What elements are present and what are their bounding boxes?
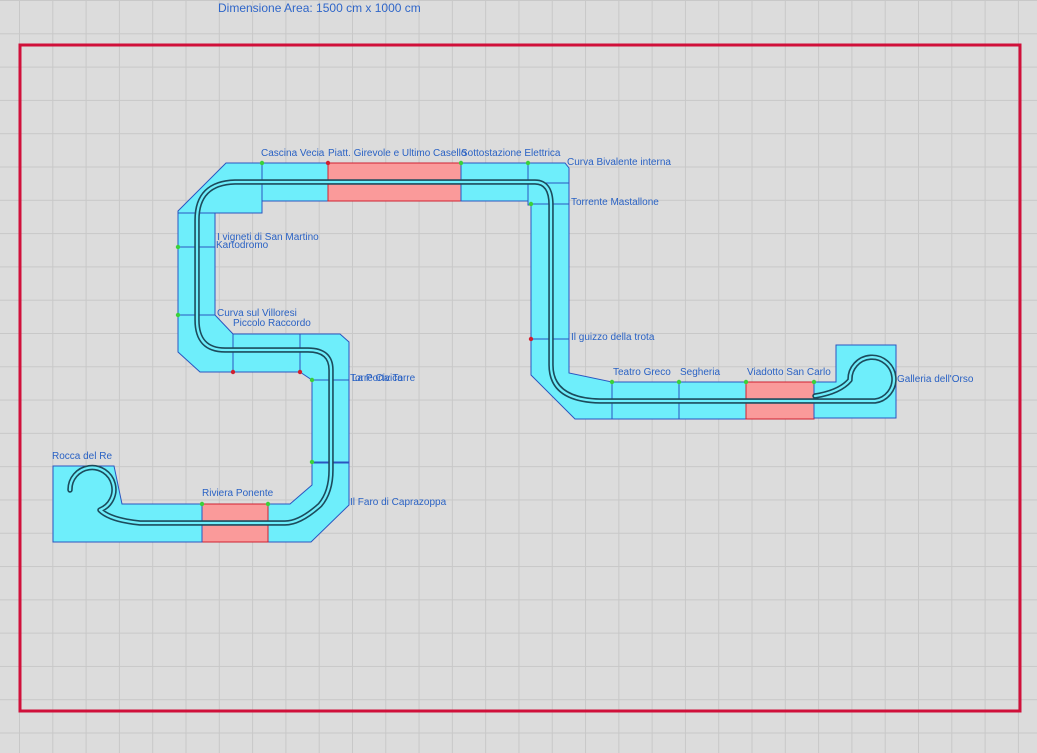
label-sottostazione-elettrica[interactable]: Sottostazione Elettrica bbox=[461, 148, 561, 159]
track-segment-corner-top-left[interactable] bbox=[177, 162, 263, 214]
area-dimension-title: Dimensione Area: 1500 cm x 1000 cm bbox=[218, 1, 421, 15]
track-segment-piccolo-raccordo[interactable] bbox=[232, 333, 301, 373]
joint-dot bbox=[175, 312, 181, 318]
joint-dot bbox=[609, 379, 615, 385]
joint-dot bbox=[811, 379, 817, 385]
label-segheria[interactable]: Segheria bbox=[680, 367, 720, 378]
label-torrente-mastallone[interactable]: Torrente Mastallone bbox=[571, 197, 659, 208]
label-faro-caprazoppa[interactable]: Il Faro di Caprazoppa bbox=[350, 497, 447, 508]
label-la-porta-torre[interactable]: La Porta Torre bbox=[352, 373, 416, 384]
joint-dot bbox=[309, 377, 315, 383]
label-piccolo-raccordo[interactable]: Piccolo Raccordo bbox=[233, 318, 311, 329]
joint-dot bbox=[676, 379, 682, 385]
label-curva-bivalente[interactable]: Curva Bivalente interna bbox=[567, 157, 671, 168]
rail-track-inner bbox=[68, 180, 896, 525]
track-segments[interactable] bbox=[52, 162, 897, 543]
joint-dot bbox=[458, 160, 464, 166]
label-piatt-girevole[interactable]: Piatt. Girevole e Ultimo Casello bbox=[328, 148, 467, 159]
label-viadotto-san-carlo[interactable]: Viadotto San Carlo bbox=[747, 367, 831, 378]
label-riviera-ponente[interactable]: Riviera Ponente bbox=[202, 488, 274, 499]
joint-dot bbox=[199, 501, 205, 507]
joint-dot bbox=[175, 244, 181, 250]
label-kartodromo[interactable]: Kartodromo bbox=[216, 240, 269, 251]
station-labels: Cascina Vecia Piatt. Girevole e Ultimo C… bbox=[52, 148, 974, 508]
label-guizzo-trota[interactable]: Il guizzo della trota bbox=[571, 332, 655, 343]
rail-line bbox=[67, 179, 897, 526]
area-boundary bbox=[18, 43, 1022, 713]
track-segment-curva-bivalente[interactable] bbox=[527, 162, 570, 206]
joint-dot bbox=[525, 160, 531, 166]
track-segment-galleria-loop[interactable] bbox=[813, 344, 897, 419]
track-segment-faro-curve[interactable] bbox=[267, 462, 350, 543]
joint-dot bbox=[325, 160, 331, 166]
joint-dot bbox=[265, 501, 271, 507]
label-rocca-del-re[interactable]: Rocca del Re bbox=[52, 451, 112, 462]
label-curva-villoresi[interactable]: Curva sul Villoresi bbox=[217, 308, 297, 319]
label-galleria-orso[interactable]: Galleria dell'Orso bbox=[897, 374, 974, 385]
joint-dot bbox=[528, 336, 534, 342]
joint-dot bbox=[230, 369, 236, 375]
joint-dot bbox=[528, 201, 534, 207]
label-cascina-vecia[interactable]: Cascina Vecia bbox=[261, 148, 325, 159]
joint-dot bbox=[259, 160, 265, 166]
joint-dot bbox=[297, 369, 303, 375]
label-vigneti-san-martino[interactable]: I vigneti di San Martino bbox=[217, 232, 319, 243]
label-teatro-greco[interactable]: Teatro Greco bbox=[613, 367, 671, 378]
joint-dot bbox=[309, 459, 315, 465]
connection-points bbox=[175, 160, 817, 507]
label-torre-civica[interactable]: Torre Civica bbox=[350, 373, 403, 384]
joint-dot bbox=[743, 379, 749, 385]
track-segment-guizzo-curve[interactable] bbox=[530, 338, 613, 420]
